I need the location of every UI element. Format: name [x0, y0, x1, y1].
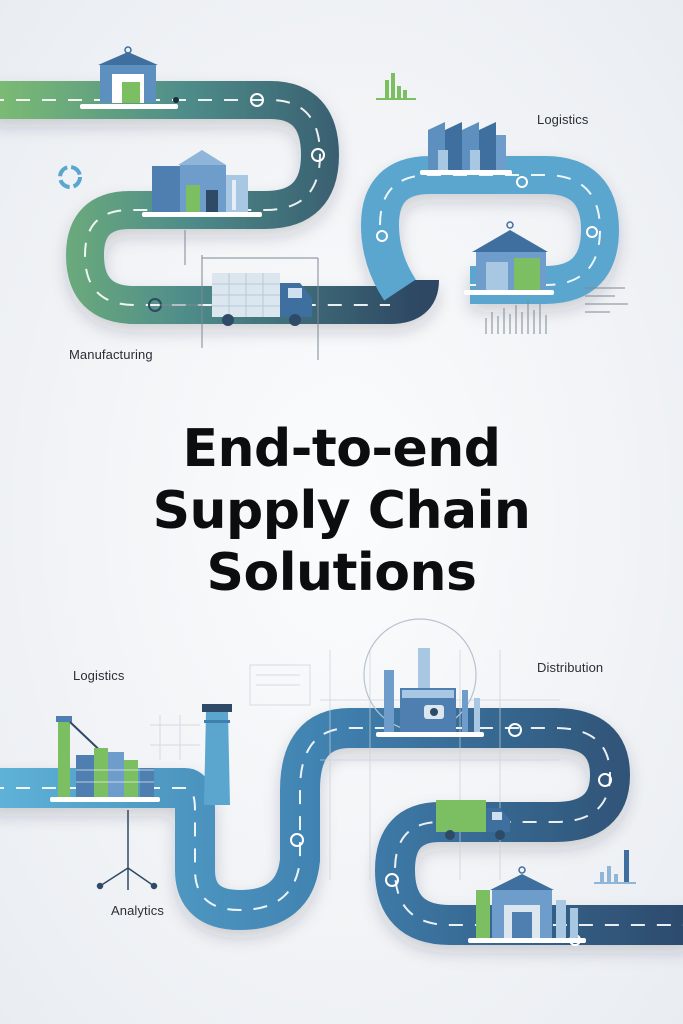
factory-icon — [142, 150, 262, 217]
factory-icon — [50, 716, 160, 802]
truck-icon — [212, 273, 312, 326]
factory-icon — [363, 618, 484, 737]
label-logistics-bottom: Logistics — [73, 668, 125, 683]
chimney-icon — [202, 704, 232, 805]
title-line-2: Supply Chain — [152, 481, 531, 541]
label-manufacturing: Manufacturing — [69, 347, 153, 362]
warehouse-icon — [464, 221, 554, 295]
bar-chart-icon — [594, 850, 636, 884]
factory-icon — [420, 122, 512, 175]
bottom-road — [0, 708, 683, 946]
warehouse-icon — [468, 866, 586, 943]
bar-chart-icon — [376, 73, 416, 100]
label-logistics-top: Logistics — [537, 112, 589, 127]
title-line-1: End-to-end — [182, 419, 501, 479]
warehouse-icon — [80, 46, 178, 109]
label-distribution: Distribution — [537, 660, 604, 675]
guide-lines — [160, 230, 319, 360]
network-icon — [96, 810, 158, 890]
data-lines-decoration — [485, 287, 628, 334]
truck-icon — [436, 800, 510, 840]
page-title: End-to-end Supply Chain Solutions — [0, 418, 683, 604]
refresh-icon — [58, 165, 82, 189]
label-analytics: Analytics — [111, 903, 164, 918]
title-line-3: Solutions — [206, 543, 477, 603]
